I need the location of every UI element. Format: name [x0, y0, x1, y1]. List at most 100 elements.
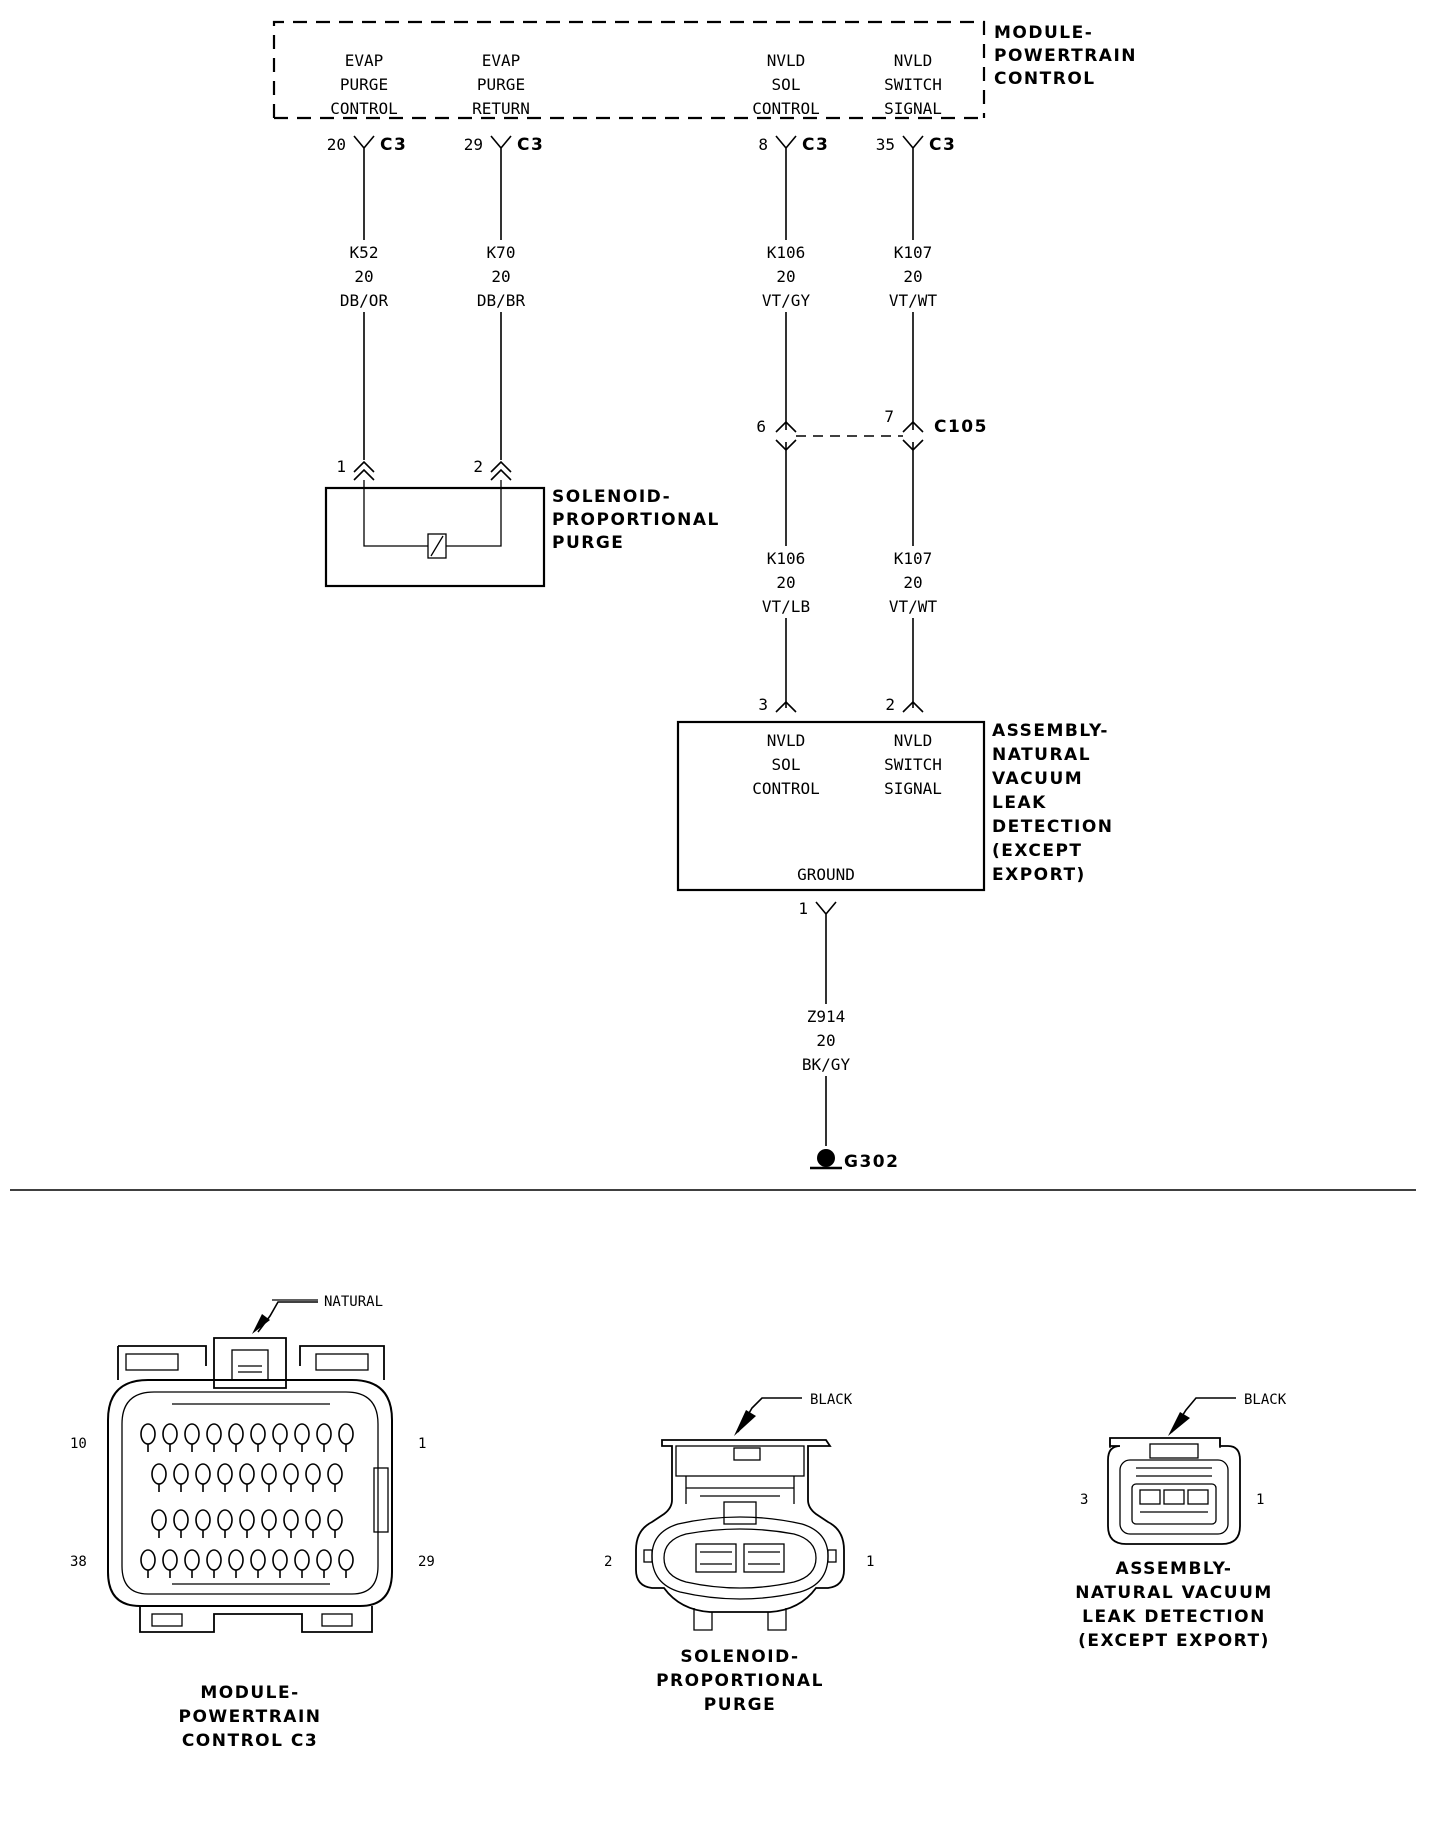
- wire-gauge: 20: [903, 573, 922, 592]
- pin-cavity: [294, 1549, 310, 1571]
- solenoid-pin-2-symbol: [490, 460, 512, 481]
- pin-number: 2: [473, 457, 483, 476]
- wire-color: VT/GY: [762, 291, 811, 310]
- pin-number: 3: [758, 695, 768, 714]
- key-block: [723, 1501, 757, 1525]
- pcm-title-line-1: MODULE-: [994, 23, 1093, 43]
- pin-cavity: [206, 1549, 222, 1571]
- ground-point-label: G302: [844, 1152, 899, 1172]
- caption-line: PROPORTIONAL: [656, 1671, 824, 1691]
- connector-color-label: NATURAL: [324, 1294, 383, 1310]
- wire-code: K70: [487, 243, 516, 262]
- pin-cavity: [316, 1549, 332, 1571]
- nvld-title-line: NATURAL: [992, 745, 1091, 765]
- terminal-2: [1163, 1489, 1185, 1505]
- pcm-pin-label: PURGE: [477, 75, 525, 94]
- upper-wire-labels: K52 20 DB/OR K70 20 DB/BR K106 20 VT/GY …: [332, 240, 945, 312]
- pin-number: 29: [464, 135, 483, 154]
- pin-number: 20: [327, 135, 346, 154]
- pin-cavity: [184, 1549, 200, 1571]
- pin-cavity: [162, 1549, 178, 1571]
- wire-code: Z914: [807, 1007, 846, 1026]
- nvld-pin-3-symbol: [775, 700, 797, 713]
- pin-number: 7: [884, 407, 894, 426]
- connector-color-label: BLACK: [1244, 1392, 1287, 1408]
- solenoid-box: [324, 486, 546, 588]
- connector-color-label: BLACK: [810, 1392, 853, 1408]
- pcm-pin-label: CONTROL: [752, 99, 819, 118]
- wire-color: VT/WT: [889, 291, 938, 310]
- housing-outer: [107, 1379, 393, 1607]
- nvld-title-line: EXPORT): [992, 865, 1086, 885]
- caption-line: POWERTRAIN: [179, 1707, 322, 1727]
- housing-ribs: [685, 1476, 795, 1504]
- nvld-title-line: VACUUM: [992, 769, 1083, 789]
- pcm-pin-label: RETURN: [472, 99, 530, 118]
- pin-cavity: [327, 1509, 343, 1531]
- pcm-pin-label: NVLD: [894, 51, 933, 70]
- callout-arrow: [1168, 1412, 1190, 1436]
- nvld-assembly: 3 2 NVLD SOL CONTROL NVLD SWITCH SIGNAL …: [676, 695, 1114, 892]
- pin-cavity: [327, 1463, 343, 1485]
- pcm-pin-label: CONTROL: [330, 99, 397, 118]
- wire-code: K52: [350, 243, 379, 262]
- housing-top-tabs: [117, 1345, 385, 1380]
- pin-cavity: [250, 1423, 266, 1445]
- solenoid-housing-top: [675, 1445, 805, 1477]
- pin-cavity: [162, 1423, 178, 1445]
- pin-cavity: [272, 1423, 288, 1445]
- pin-cavity: [195, 1509, 211, 1531]
- wire-gauge: 20: [903, 267, 922, 286]
- terminal-detail: [700, 1551, 780, 1565]
- pcm-pin-label: SOL: [772, 75, 801, 94]
- terminal-1: [1187, 1489, 1209, 1505]
- side-latch: [827, 1549, 837, 1563]
- pin-label-left: 2: [604, 1554, 612, 1570]
- ground-circuit: 1 Z914 20 BK/GY G302: [794, 899, 899, 1172]
- pin-cavity: [151, 1509, 167, 1531]
- pin-cavity: [283, 1463, 299, 1485]
- wire-code: K107: [894, 243, 933, 262]
- solenoid-coil-mark: [430, 535, 444, 557]
- pin-cavity: [294, 1423, 310, 1445]
- pin-cavity: [228, 1423, 244, 1445]
- pin-cavity: [173, 1509, 189, 1531]
- pin-cavity: [283, 1509, 299, 1531]
- pin-label-bottom-left: 38: [70, 1554, 87, 1570]
- pin-cavity: [195, 1463, 211, 1485]
- pin-cavity: [217, 1463, 233, 1485]
- solenoid-title-line-3: PURGE: [552, 533, 624, 553]
- inline-connector-c105: 6 7 C105: [756, 407, 986, 452]
- pcm-pin-label: NVLD: [767, 51, 806, 70]
- pin-cavity: [305, 1509, 321, 1531]
- pin-cavity: [140, 1423, 156, 1445]
- pin-cavity: [184, 1423, 200, 1445]
- nvld-label: NVLD: [894, 731, 933, 750]
- bottom-tab: [151, 1613, 183, 1627]
- pcm-title-line-2: POWERTRAIN: [994, 46, 1137, 66]
- wire-code: K106: [767, 243, 806, 262]
- wire-color: BK/GY: [802, 1055, 851, 1074]
- connector-c3-label: C3: [802, 135, 829, 155]
- nvld-housing-inner: [1119, 1459, 1229, 1535]
- solenoid-pin-1-symbol: [353, 460, 375, 481]
- pin-cavity: [261, 1463, 277, 1485]
- nvld-title-line: DETECTION: [992, 817, 1114, 837]
- lower-wire-labels: K106 20 VT/LB K107 20 VT/WT: [754, 546, 945, 618]
- pin-cavity: [239, 1509, 255, 1531]
- solenoid-title-line-2: PROPORTIONAL: [552, 510, 720, 530]
- terminal-3: [1139, 1489, 1161, 1505]
- pin-cavity: [228, 1549, 244, 1571]
- pin-number: 1: [336, 457, 346, 476]
- callout-line: [257, 1301, 318, 1333]
- nvld-housing-outer: [1107, 1437, 1241, 1545]
- terminal-2: [695, 1543, 737, 1573]
- nvld-title-line: ASSEMBLY-: [992, 721, 1109, 741]
- latch-detail: [238, 1365, 262, 1373]
- wire-gauge: 20: [776, 573, 795, 592]
- nvld-label: SWITCH: [884, 755, 942, 774]
- wire-gauge: 20: [354, 267, 373, 286]
- solenoid-housing-outer: [635, 1439, 845, 1613]
- connector-c3-label: C3: [517, 135, 544, 155]
